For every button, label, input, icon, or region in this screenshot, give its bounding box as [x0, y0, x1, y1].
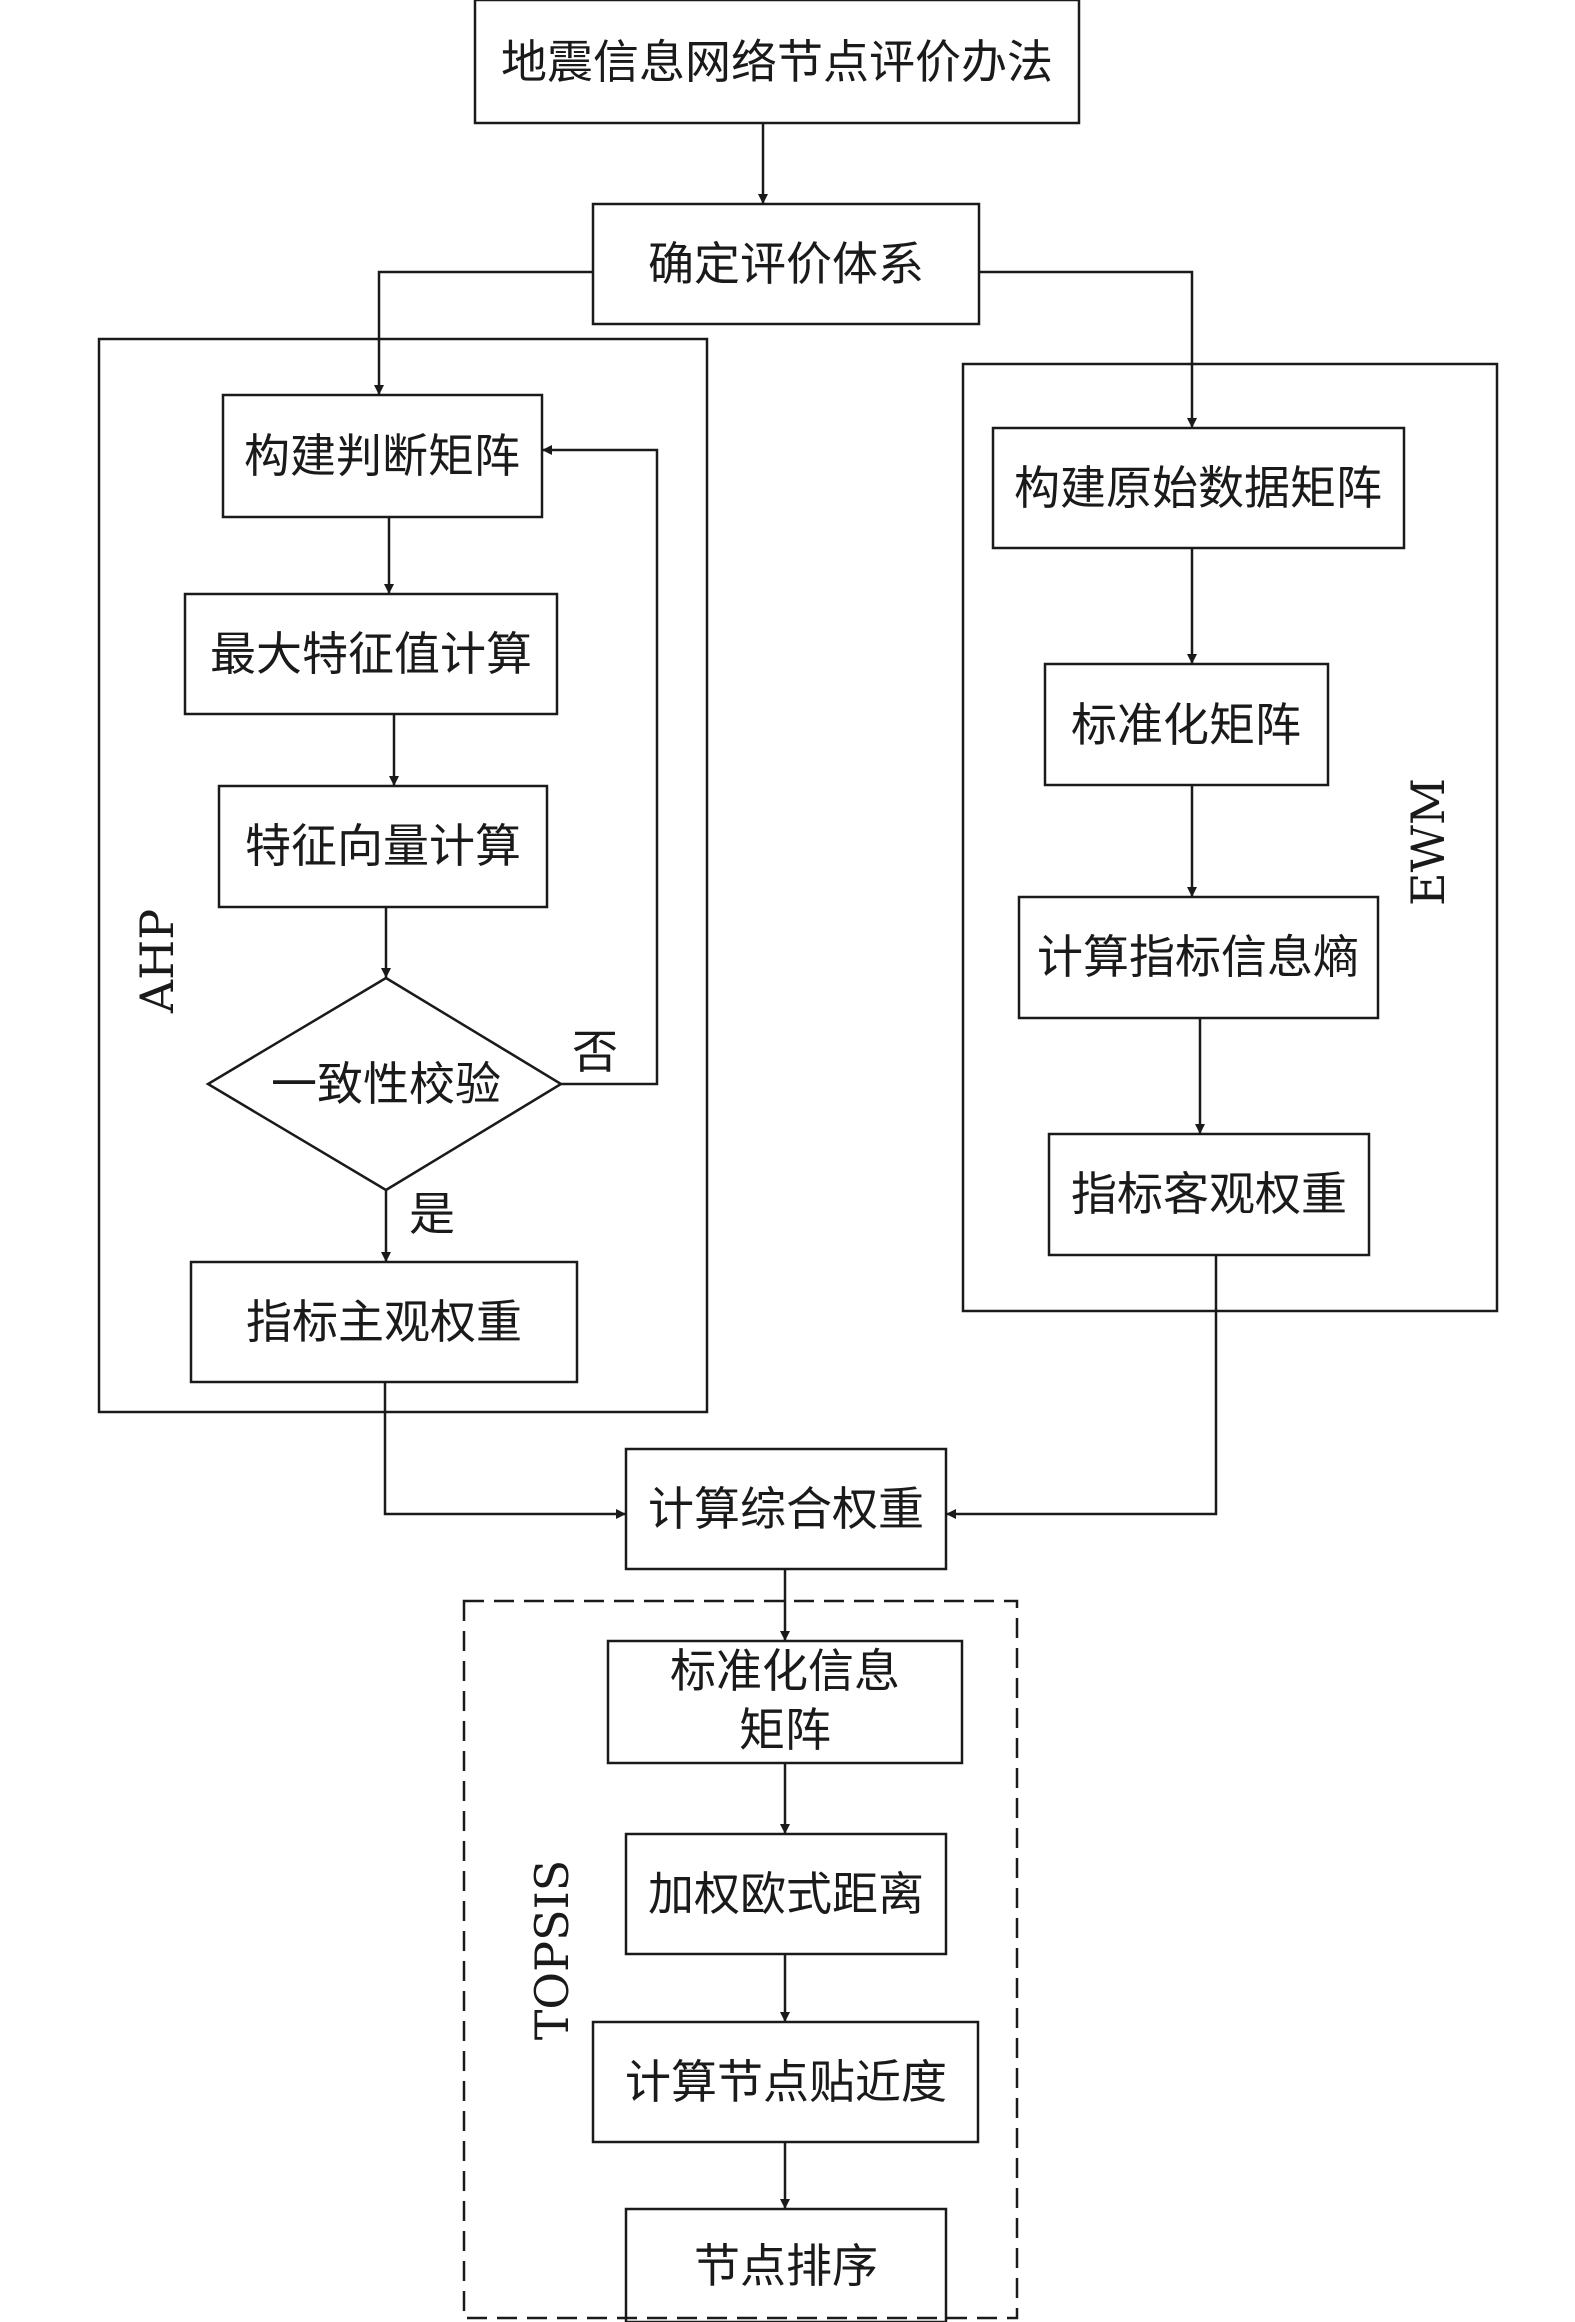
ewm-entropy-box [1017, 895, 1380, 1020]
ahp-consistency-check-text: 一致性校验 [271, 1057, 501, 1111]
arrow-check-no-loop [542, 445, 659, 1086]
ewm-objective-weight-text: 指标客观权重 [1071, 1167, 1347, 1221]
ahp-eigenvector-text: 特征向量计算 [245, 819, 521, 873]
topsis-ranking-text: 节点排序 [694, 2239, 878, 2293]
ahp-group-label: AHP [130, 909, 184, 1014]
arrow-system-to-ahp [374, 270, 593, 395]
ewm-entropy-text: 计算指标信息熵 [1037, 930, 1359, 984]
ewm-raw-matrix-box [991, 426, 1406, 550]
ahp-judgment-matrix-box [221, 393, 544, 519]
ahp-group-frame [97, 337, 709, 1414]
decision-yes-label: 是 [409, 1187, 455, 1241]
arrow-ahp-to-combined [383, 1382, 626, 1519]
ahp-max-eigenvalue-text: 最大特征值计算 [210, 627, 532, 681]
arrow-system-to-ewm [979, 270, 1197, 428]
ewm-normalized-matrix-box [1043, 662, 1330, 787]
topsis-weighted-distance-text: 加权欧式距离 [648, 1867, 924, 1921]
title-box [473, 0, 1081, 125]
decision-no-label: 否 [572, 1025, 618, 1079]
ahp-eigenvector-box [217, 784, 549, 909]
ahp-judgment-matrix-text: 构建判断矩阵 [244, 429, 520, 483]
topsis-group-frame [462, 1599, 1019, 2320]
arrow-ewm-to-combined [946, 1255, 1218, 1519]
ahp-max-eigenvalue-box [183, 592, 559, 716]
topsis-closeness-text: 计算节点贴近度 [625, 2055, 947, 2109]
ewm-objective-weight-box [1047, 1132, 1371, 1257]
topsis-normalized-info-matrix-line1: 标准化信息 [670, 1644, 900, 1698]
ahp-subjective-weight-text: 指标主观权重 [246, 1295, 522, 1349]
evaluation-system-box [591, 202, 981, 326]
ewm-raw-matrix-text: 构建原始数据矩阵 [1014, 461, 1382, 515]
ewm-group-label: EWM [1401, 778, 1455, 906]
evaluation-system-text: 确定评价体系 [648, 237, 924, 291]
ewm-normalized-matrix-text: 标准化矩阵 [1071, 698, 1301, 752]
topsis-normalized-info-matrix-line2: 矩阵 [739, 1703, 831, 1757]
combined-weight-text: 计算综合权重 [648, 1482, 924, 1536]
title-text: 地震信息网络节点评价办法 [501, 35, 1053, 89]
ewm-group-frame [961, 362, 1499, 1313]
topsis-group-label: TOPSIS [525, 1860, 579, 2041]
